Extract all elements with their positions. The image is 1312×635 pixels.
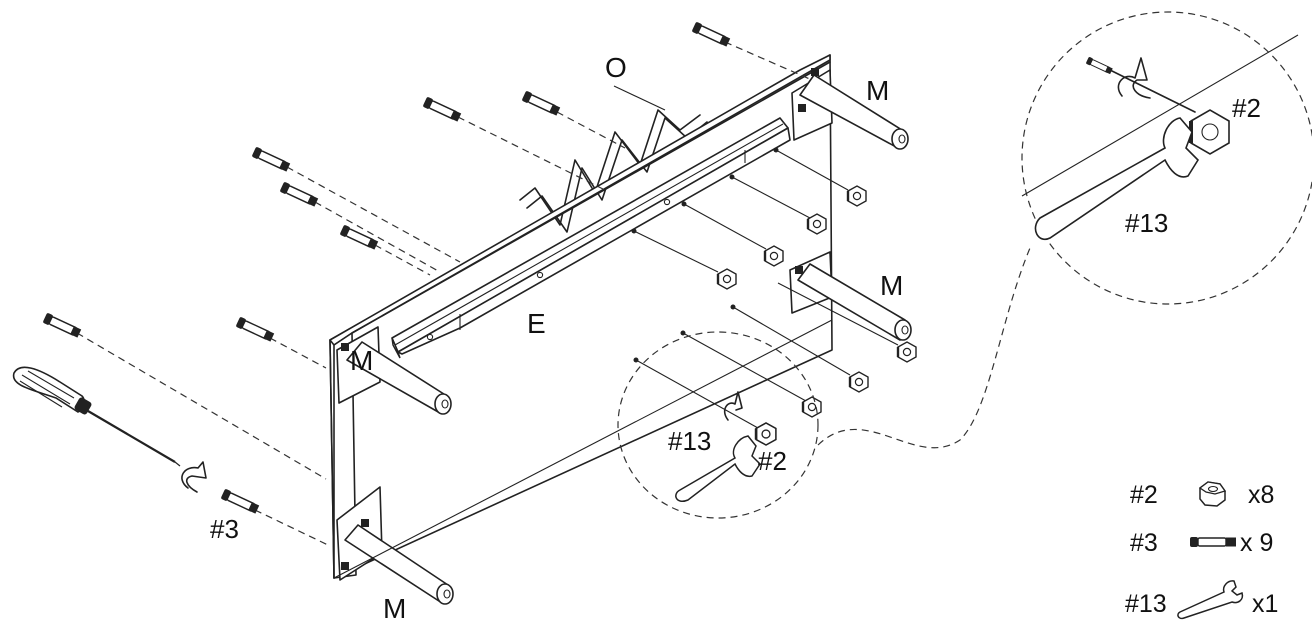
leg-m-top bbox=[798, 68, 909, 150]
legend-row-wrench: #13 x1 bbox=[1125, 580, 1278, 620]
legend-row-bolt: #3 x 9 bbox=[1130, 529, 1273, 557]
parts-legend: #2 x8 #3 x 9 #13 x1 bbox=[1125, 481, 1278, 620]
legend-id: #3 bbox=[1130, 529, 1158, 557]
legend-id: #13 bbox=[1125, 590, 1167, 618]
label-zoom-top-nut: #2 bbox=[1232, 93, 1261, 123]
legend-qty: x1 bbox=[1252, 590, 1278, 618]
wrench-icon bbox=[1177, 580, 1244, 620]
leg-m-mid bbox=[795, 263, 912, 341]
screwdriver-icon bbox=[12, 366, 207, 493]
zoom-callout-bottom bbox=[617, 331, 819, 519]
zoom-callout-top bbox=[1021, 11, 1312, 305]
bolts-and-guides bbox=[41, 20, 813, 546]
legend-id: #2 bbox=[1130, 481, 1158, 509]
label-screwdriver-bolt: #3 bbox=[210, 514, 239, 544]
legend-qty: x8 bbox=[1248, 481, 1274, 509]
label-zoom-bottom-wrench: #13 bbox=[668, 426, 711, 456]
nuts-and-guides bbox=[333, 147, 918, 579]
label-rail-e: E bbox=[527, 308, 546, 339]
zoom-leader bbox=[817, 247, 1031, 449]
label-leg-m-mid: M bbox=[880, 270, 903, 301]
label-part-o: O bbox=[605, 52, 627, 83]
leg-m-left bbox=[341, 341, 452, 415]
hex-nut-icon bbox=[1198, 481, 1227, 507]
label-zoom-top-wrench: #13 bbox=[1125, 208, 1168, 238]
label-zoom-bottom-nut: #2 bbox=[758, 446, 787, 476]
bolt-icon bbox=[1190, 537, 1236, 547]
label-leg-m-bottom: M bbox=[383, 593, 406, 624]
leg-m-bottom bbox=[341, 519, 454, 605]
label-leg-m-top: M bbox=[866, 75, 889, 106]
rail-e bbox=[391, 117, 791, 359]
label-leg-m-left: M bbox=[350, 345, 373, 376]
legend-row-nut: #2 x8 bbox=[1130, 481, 1274, 509]
legend-qty: x 9 bbox=[1240, 529, 1273, 557]
